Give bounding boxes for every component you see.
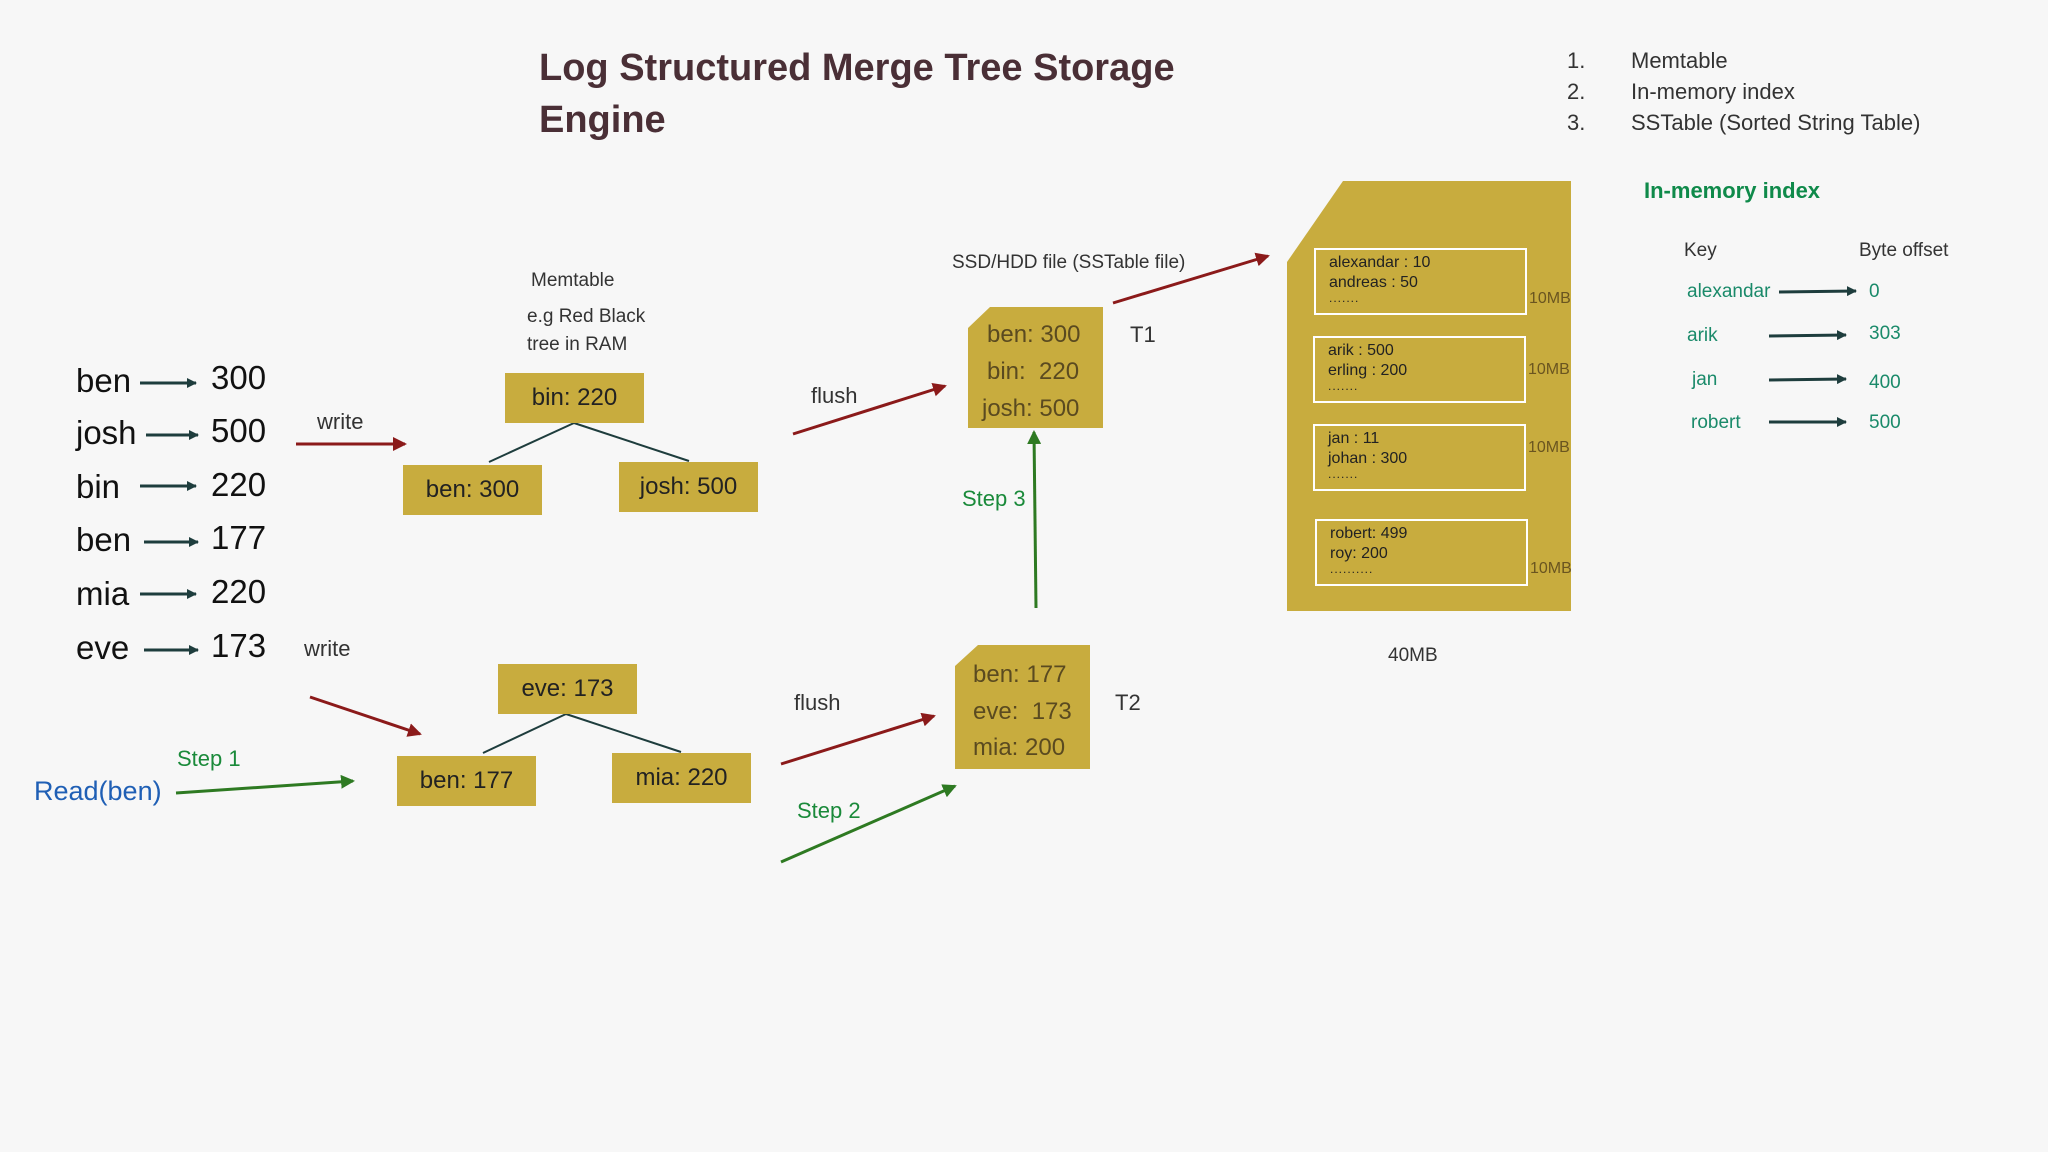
tree2-left-node: ben: 177 — [397, 756, 536, 806]
sstable-to-file-arrow — [1112, 252, 1270, 305]
legend-number: 3. — [1567, 110, 1586, 135]
index-key: arik — [1687, 325, 1718, 346]
chunk-ellipsis: ....... — [1329, 291, 1360, 305]
index-key: alexandar — [1687, 281, 1771, 302]
write-arrow-2 — [309, 695, 422, 737]
sstable-file-shape — [1287, 181, 1571, 611]
tree1-edge-left — [488, 422, 575, 463]
file-chunk: jan : 11 johan : 300 ....... — [1313, 424, 1526, 491]
chunk-ellipsis: .......... — [1330, 562, 1374, 576]
legend-item-sstable: SSTable (Sorted String Table) — [1631, 110, 1921, 135]
file-chunk: arik : 500 erling : 200 ....... — [1313, 336, 1526, 403]
index-key-header: Key — [1684, 240, 1717, 261]
sstable-t2-shape — [955, 645, 1090, 769]
sstable-t2-entry: mia: 200 — [973, 734, 1066, 761]
tree2-right-node: mia: 220 — [612, 753, 751, 803]
legend-item-in-memory-index: In-memory index — [1631, 79, 1795, 104]
write-key: mia — [76, 575, 130, 612]
chunk-entry: erling : 200 — [1328, 362, 1408, 379]
flush-label: flush — [811, 383, 858, 408]
read-ben-label: Read(ben) — [34, 776, 162, 806]
page-title: Log Structured Merge Tree Storage Engine — [539, 47, 1175, 141]
index-arrow — [1768, 330, 1847, 341]
flush-arrow-2 — [780, 712, 936, 766]
legend-number: 2. — [1567, 79, 1586, 104]
step3-label: Step 3 — [962, 486, 1026, 511]
file-total-size: 40MB — [1388, 645, 1438, 666]
chunk-entry: jan : 11 — [1328, 430, 1380, 447]
flush-label: flush — [794, 690, 841, 715]
sstable-t1-entry: bin: 220 — [987, 358, 1080, 385]
step1-label: Step 1 — [177, 746, 241, 771]
index-offset-header: Byte offset — [1859, 240, 1949, 261]
index-offset: 303 — [1869, 323, 1901, 344]
read-step1-arrow — [175, 774, 355, 795]
tree1-root-node: bin: 220 — [505, 373, 644, 423]
chunk-size-label: 10MB — [1528, 439, 1570, 456]
chunk-entry: andreas : 50 — [1329, 274, 1418, 291]
chunk-ellipsis: ....... — [1328, 467, 1359, 481]
index-key: jan — [1692, 369, 1718, 390]
tree2-root-node: eve: 173 — [498, 664, 637, 714]
step2-label: Step 2 — [797, 798, 861, 823]
flush-arrow-1 — [792, 382, 947, 436]
read-step2-arrow — [780, 784, 957, 864]
tree2-edge-right — [565, 713, 682, 753]
chunk-entry: arik : 500 — [1328, 342, 1394, 359]
tree2-edge-left — [482, 713, 567, 754]
write-label: write — [317, 409, 364, 434]
chunk-entry: roy: 200 — [1330, 545, 1388, 562]
write-value: 500 — [211, 412, 267, 449]
chunk-ellipsis: ....... — [1328, 379, 1359, 393]
index-offset: 400 — [1869, 372, 1901, 393]
memtable-description: tree in RAM — [527, 334, 628, 355]
index-arrow — [1768, 374, 1847, 385]
sstable-t2-entry: ben: 177 — [973, 661, 1067, 688]
chunk-size-label: 10MB — [1528, 361, 1570, 378]
tree1-edge-right — [573, 422, 690, 462]
chunk-entry: johan : 300 — [1328, 450, 1408, 467]
memtable-description: e.g Red Black — [527, 306, 646, 327]
sstable-t1-entry: josh: 500 — [982, 395, 1080, 422]
memtable-label: Memtable — [531, 270, 615, 291]
index-heading: In-memory index — [1644, 178, 1821, 203]
write-label: write — [304, 636, 351, 661]
write-value: 177 — [211, 519, 267, 556]
write-value: 220 — [211, 573, 267, 610]
chunk-entry: robert: 499 — [1330, 525, 1408, 542]
write-value: 173 — [211, 627, 267, 664]
file-chunk: robert: 499 roy: 200 .......... — [1315, 519, 1528, 586]
write-key: ben — [76, 362, 132, 399]
index-key: robert — [1691, 412, 1741, 433]
sstable-file-label: SSD/HDD file (SSTable file) — [952, 252, 1186, 273]
tree1-left-node: ben: 300 — [403, 465, 542, 515]
sstable-t2-entry: eve: 173 — [973, 698, 1072, 725]
chunk-size-label: 10MB — [1529, 290, 1571, 307]
sstable-t1-label: T1 — [1130, 322, 1156, 347]
write-key: ben — [76, 521, 132, 558]
sstable-t1-shape — [968, 307, 1103, 428]
legend-item-memtable: Memtable — [1631, 48, 1728, 73]
read-step3-arrow — [1027, 430, 1042, 609]
write-key: bin — [76, 468, 121, 505]
index-arrow — [1778, 286, 1857, 297]
file-chunk: alexandar : 10 andreas : 50 ....... — [1314, 248, 1527, 315]
chunk-size-label: 10MB — [1530, 560, 1572, 577]
chunk-entry: alexandar : 10 — [1329, 254, 1431, 271]
index-offset: 0 — [1869, 281, 1880, 302]
legend-number: 1. — [1567, 48, 1586, 73]
write-key: josh — [76, 414, 137, 451]
write-key: eve — [76, 629, 130, 666]
write-value: 220 — [211, 466, 267, 503]
tree1-right-node: josh: 500 — [619, 462, 758, 512]
write-value: 300 — [211, 359, 267, 396]
sstable-t1-entry: ben: 300 — [987, 321, 1081, 348]
sstable-t2-label: T2 — [1115, 690, 1141, 715]
index-offset: 500 — [1869, 412, 1901, 433]
